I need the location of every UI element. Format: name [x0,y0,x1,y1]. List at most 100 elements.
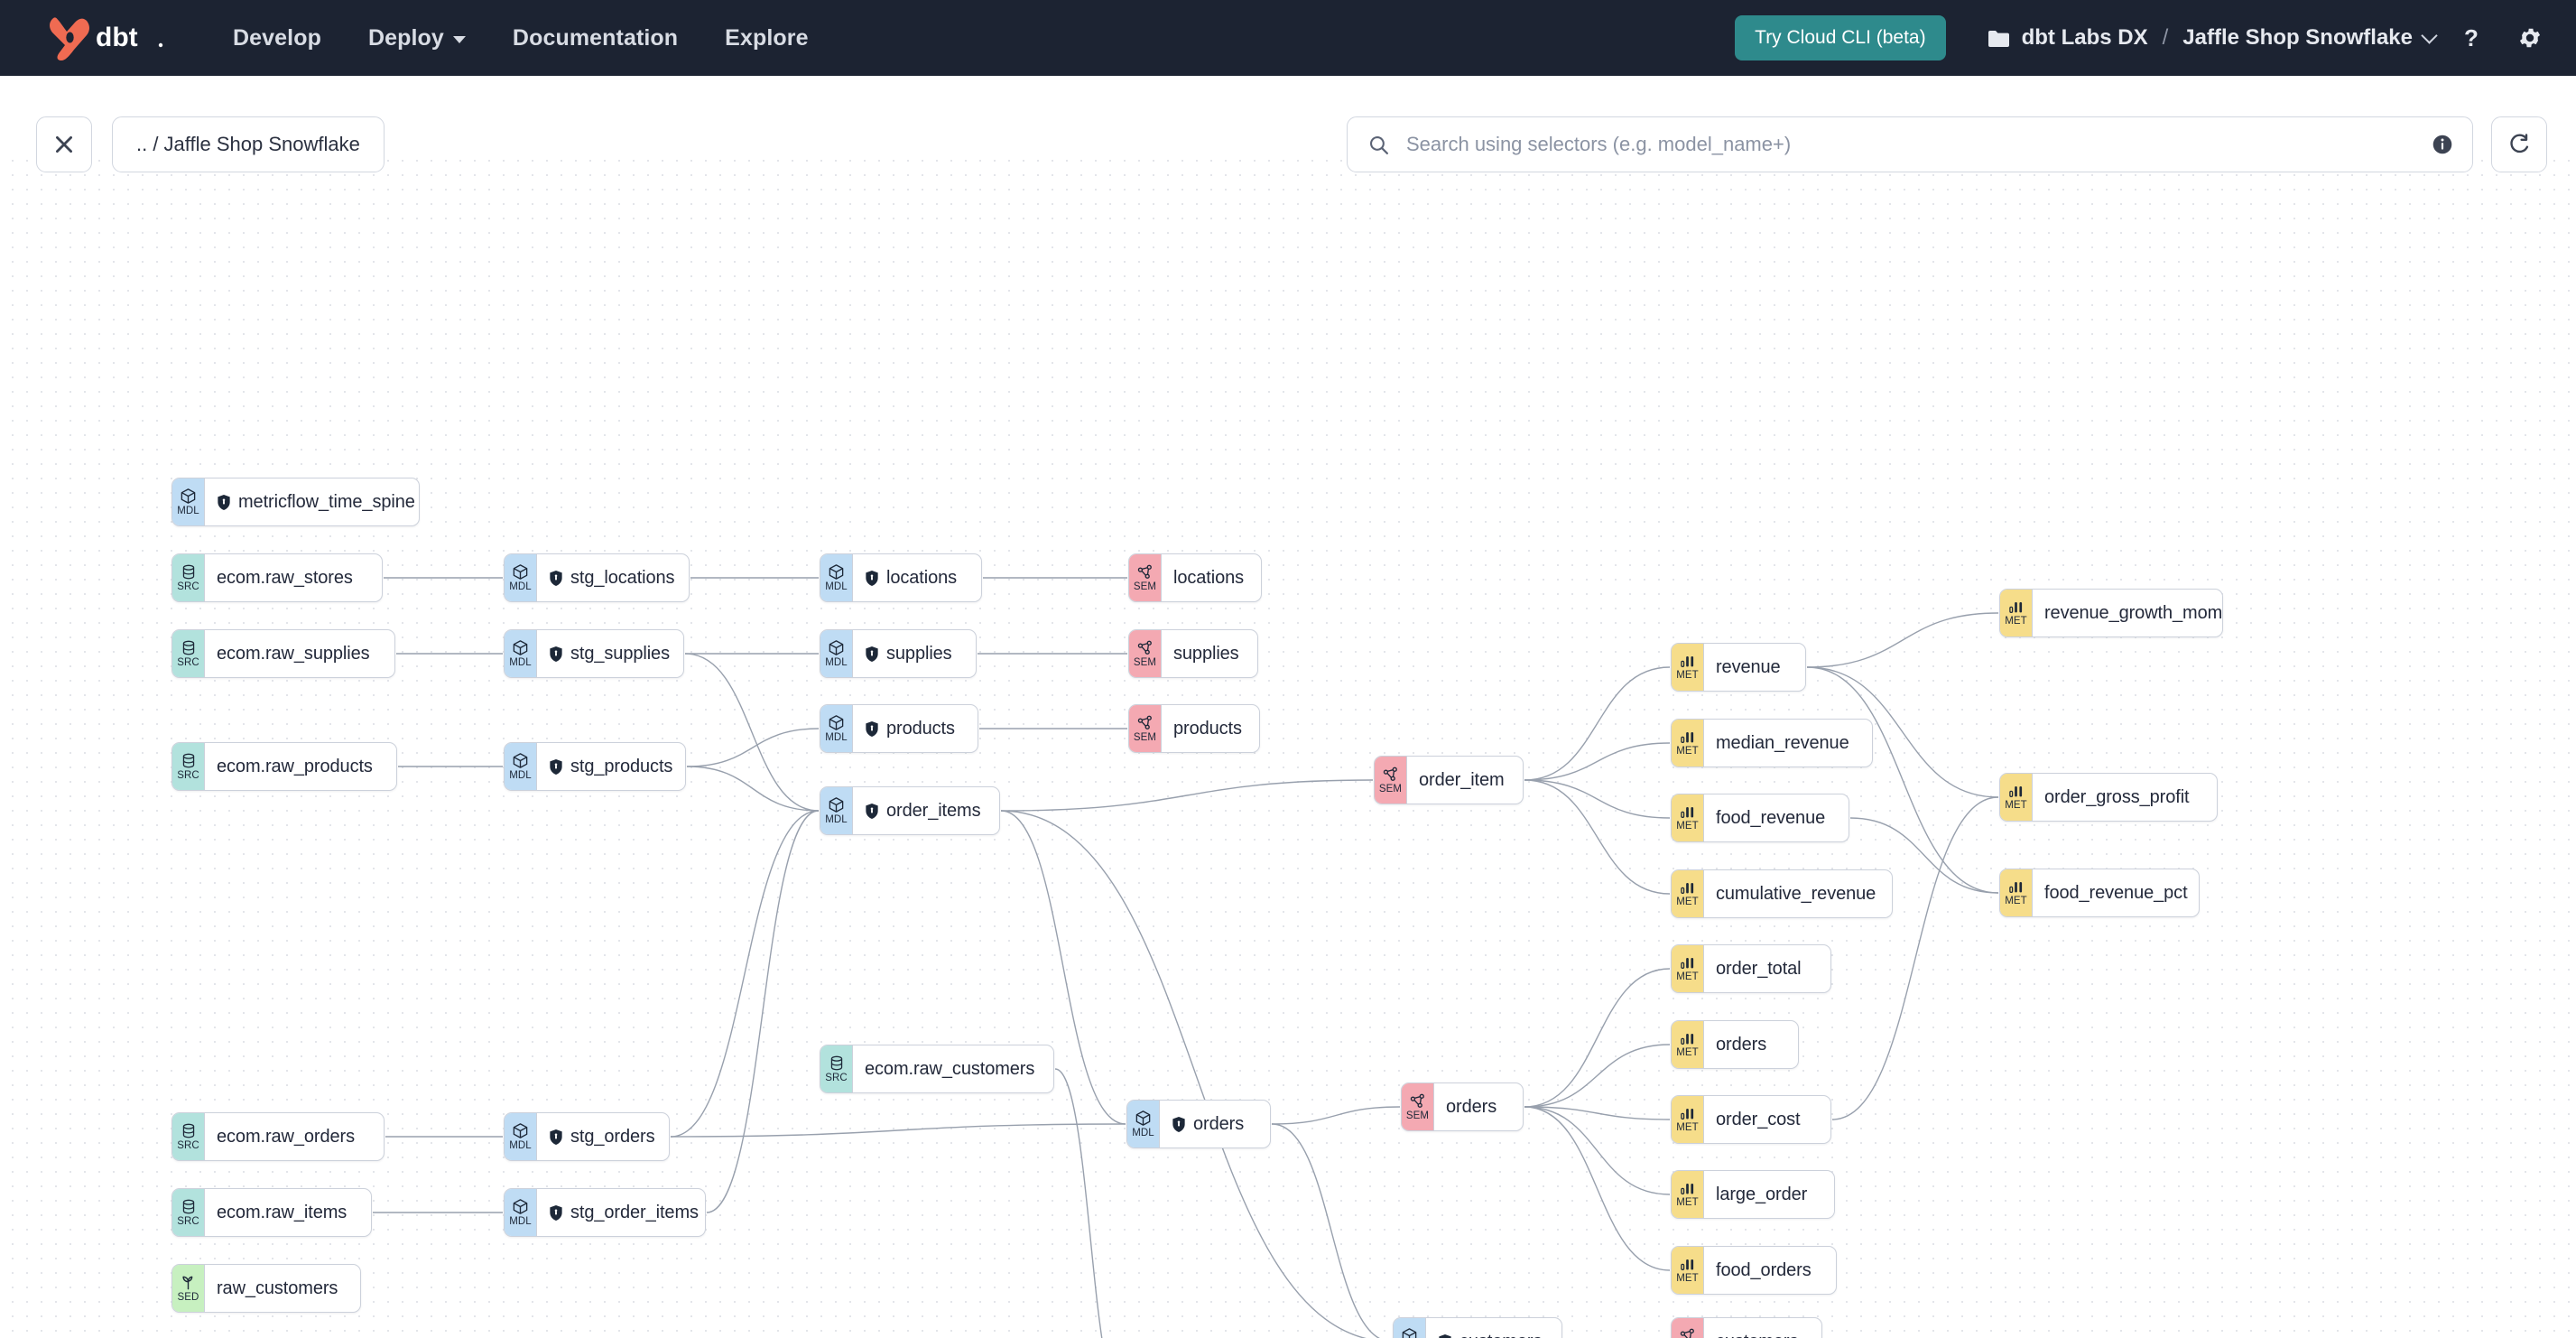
lineage-edge [1524,1106,1671,1120]
contract-shield-icon [550,758,562,775]
nav-item-explore[interactable]: Explore [701,16,831,60]
refresh-lineage-button[interactable] [2491,116,2547,172]
database-icon [182,1199,194,1214]
graph-node-sem_customers[interactable]: SEMcustomers [1671,1317,1822,1338]
node-name-text: ecom.raw_products [217,756,373,776]
node-label: revenue_growth_mom [2033,590,2236,636]
graph-node-met_large_order[interactable]: MET large_order [1671,1170,1835,1219]
node-type-label: MET [1676,1197,1699,1209]
graph-node-ecom_raw_items[interactable]: SRC ecom.raw_items [171,1188,372,1237]
node-name-text: ecom.raw_items [217,1202,347,1222]
cube-icon [513,563,528,580]
node-name-text: products [1173,718,1242,739]
dbt-logo-mark [47,15,96,60]
search-input[interactable] [1404,132,2416,157]
lineage-edge [684,653,820,812]
node-label: food_revenue_pct [2033,869,2201,916]
try-cloud-cli-button[interactable]: Try Cloud CLI (beta) [1735,15,1946,60]
node-label: order_cost [1704,1096,1814,1143]
cube-icon [829,796,844,813]
node-label: supplies [853,630,966,677]
graph-node-customers_mdl[interactable]: MDLcustomers [1393,1317,1562,1338]
dbt-logo[interactable]: dbt [25,15,168,60]
node-name-text: large_order [1716,1184,1808,1204]
node-label: ecom.raw_customers [853,1045,1048,1092]
account-name[interactable]: dbt Labs DX [2021,25,2148,50]
lineage-breadcrumb-button[interactable]: .. / Jaffle Shop Snowflake [112,116,385,172]
contract-shield-icon [550,646,562,662]
node-type-badge-sem: SEM [1672,1318,1704,1338]
node-type-badge-met: MET [2000,774,2033,821]
close-lineage-button[interactable] [36,116,92,172]
node-label: order_item [1407,757,1518,804]
nav-item-documentation[interactable]: Documentation [489,16,701,60]
node-type-label: MET [1676,1273,1699,1285]
lineage-edge [706,810,820,1213]
graph-node-supplies[interactable]: MDL supplies [820,629,977,678]
svg-text:dbt: dbt [96,23,138,52]
graph-node-icon [1680,1328,1694,1338]
project-selector[interactable]: Jaffle Shop Snowflake [2182,25,2438,51]
node-label: orders [1160,1101,1257,1148]
contract-shield-icon [1172,1116,1185,1132]
node-type-badge-mdl: MDL [505,554,537,601]
node-name-text: supplies [886,643,952,664]
node-name-text: median_revenue [1716,732,1849,753]
node-label: orders [1704,1021,1780,1068]
node-type-label: SRC [177,1139,199,1151]
node-type-label: SRC [177,1215,199,1227]
node-type-label: MDL [509,581,532,592]
node-type-badge-src: SRC [172,630,205,677]
nav-item-deploy[interactable]: Deploy [345,16,489,60]
search-bar[interactable] [1347,116,2473,172]
node-name-text: stg_locations [570,567,675,588]
graph-node-stg_locations[interactable]: MDL stg_locations [504,553,690,602]
node-type-label: MDL [825,656,848,668]
info-icon[interactable] [2431,133,2454,156]
lineage-edge [686,766,820,812]
node-label: stg_locations [537,554,688,601]
bar-chart-icon [1681,807,1694,819]
bar-chart-icon [1681,1034,1694,1045]
nav-item-develop[interactable]: Develop [209,16,345,60]
node-name-text: locations [1173,567,1245,588]
settings-button[interactable] [2509,17,2551,59]
node-type-badge-met: MET [1672,1247,1704,1294]
help-button[interactable]: ? [2451,17,2493,59]
bar-chart-icon [1681,883,1694,895]
lineage-edge [1806,666,1999,894]
bar-chart-icon [1681,958,1694,970]
